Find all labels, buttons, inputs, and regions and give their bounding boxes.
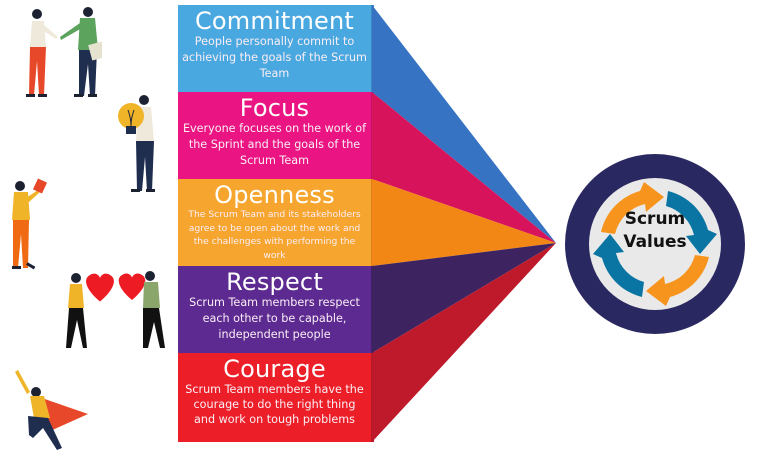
book-reading-illustration-icon (12, 178, 48, 270)
value-title: Focus (239, 94, 310, 122)
emblem-label: Scrum Values (605, 208, 705, 254)
commitment-funnel-segment (372, 5, 556, 243)
value-title: Openness (214, 181, 335, 209)
value-card-openness: Openness The Scrum Team and its stakehol… (178, 179, 371, 266)
value-description: Everyone focuses on the work of the Spri… (182, 122, 367, 167)
emblem-label-line2: Values (623, 232, 687, 252)
value-card-respect: Respect Scrum Team members respect each … (178, 266, 371, 353)
openness-funnel-segment (372, 179, 556, 266)
courage-funnel-segment (372, 243, 556, 442)
value-description: Scrum Team members respect each other to… (189, 296, 360, 341)
value-description: Scrum Team members have the courage to d… (185, 383, 364, 426)
value-title: Commitment (194, 7, 355, 35)
value-title: Courage (223, 355, 326, 383)
lightbulb-illustration-icon (118, 95, 155, 192)
value-description: People personally commit to achieving th… (182, 35, 367, 80)
hearts-exchange-illustration-icon (66, 271, 165, 348)
value-card-commitment: Commitment People personally commit to a… (178, 5, 371, 92)
scrum-values-emblem (565, 154, 745, 334)
focus-funnel-segment (372, 92, 556, 243)
value-description: The Scrum Team and its stakeholders agre… (188, 209, 361, 261)
cycle-arrows-icon (593, 182, 717, 306)
value-card-focus: Focus Everyone focuses on the work of th… (178, 92, 371, 179)
value-card-courage: Courage Scrum Team members have the cour… (178, 353, 371, 442)
emblem-label-line1: Scrum (624, 209, 686, 229)
handshake-illustration-icon (26, 7, 102, 97)
superhero-illustration-icon (15, 370, 88, 450)
value-title: Respect (226, 268, 323, 296)
